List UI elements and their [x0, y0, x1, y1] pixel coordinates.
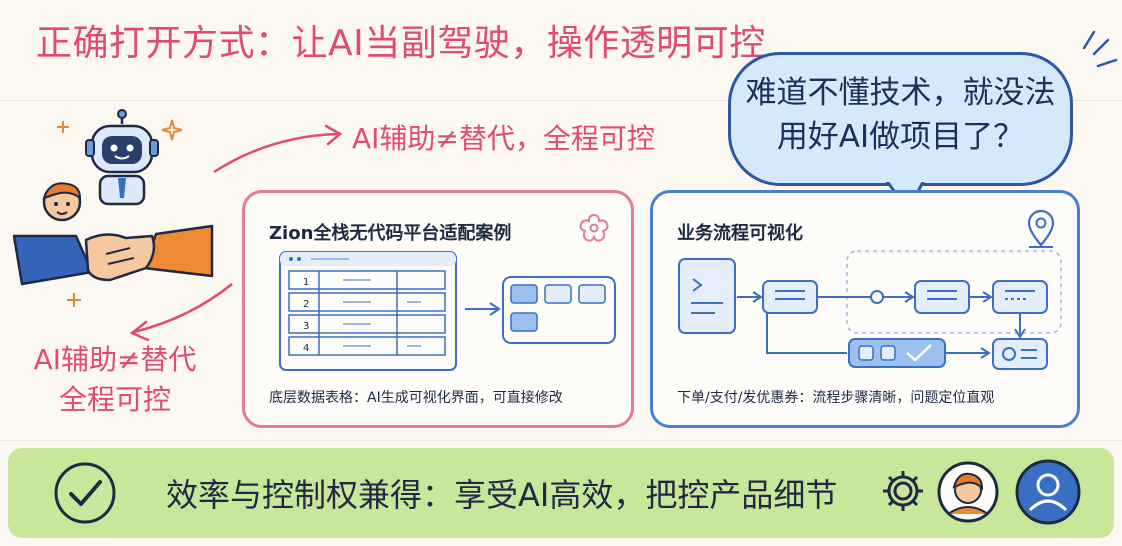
gear-icon: [883, 471, 923, 511]
process-flow-diagram: [678, 250, 1062, 370]
tagline-assist-not-replace: AI辅助≠替代，全程可控: [352, 122, 655, 155]
speech-bubble-line-1: 难道不懂技术，就没法: [745, 75, 1056, 111]
arrow-right-icon: [465, 302, 501, 316]
handshake-icon: [12, 182, 214, 286]
person-avatar-icon: [937, 461, 999, 523]
flower-icon: [579, 213, 609, 242]
speech-bubble-line-2: 用好AI做项目了？: [776, 119, 1025, 155]
table-row-number: 2: [303, 299, 310, 310]
table-row-number: 3: [303, 321, 310, 332]
generated-ui-mock: [502, 276, 616, 344]
table-row-number: 1: [303, 277, 310, 288]
zion-card-title: Zion全栈无代码平台适配案例: [269, 223, 512, 244]
left-tagline-line-1: AI辅助≠替代: [33, 343, 197, 376]
sparkle-icon: [57, 121, 69, 133]
speech-bubble-text: 难道不懂技术，就没法 用好AI做项目了？: [731, 71, 1070, 159]
summary-banner-text: 效率与控制权兼得：享受AI高效，把控产品细节: [166, 476, 838, 514]
process-card-title: 业务流程可视化: [677, 223, 803, 244]
speech-bubble: 难道不懂技术，就没法 用好AI做项目了？: [728, 52, 1073, 186]
ruled-line: [0, 100, 1122, 101]
left-tagline-line-2: 全程可控: [58, 383, 171, 416]
zion-card-caption: 底层数据表格：AI生成可视化界面，可直接修改: [269, 390, 563, 406]
check-circle-icon: [54, 462, 116, 524]
zion-case-card: Zion全栈无代码平台适配案例 1 2 3 4: [242, 190, 634, 428]
page-title: 正确打开方式：让AI当副驾驶，操作透明可控: [36, 23, 766, 64]
process-visual-card: 业务流程可视化: [650, 190, 1080, 428]
user-avatar-icon: [1015, 459, 1081, 525]
arrow-to-left-tagline: [129, 283, 233, 342]
sparkle-icon: [67, 293, 81, 307]
sparkle-icon: [161, 119, 183, 141]
process-card-caption: 下单/支付/发优惠券：流程步骤清晰，问题定位直观: [677, 390, 995, 406]
location-pin-icon: [1027, 209, 1055, 248]
data-table-mock: [279, 251, 457, 371]
emphasis-strokes-icon: [1082, 30, 1118, 68]
left-tagline: AI辅助≠替代 全程可控: [30, 340, 200, 420]
ruled-line: [0, 440, 1122, 441]
robot-icon: [85, 109, 159, 206]
arrow-to-tagline: [213, 124, 343, 174]
table-row-number: 4: [303, 343, 310, 354]
summary-banner: 效率与控制权兼得：享受AI高效，把控产品细节: [8, 448, 1114, 538]
